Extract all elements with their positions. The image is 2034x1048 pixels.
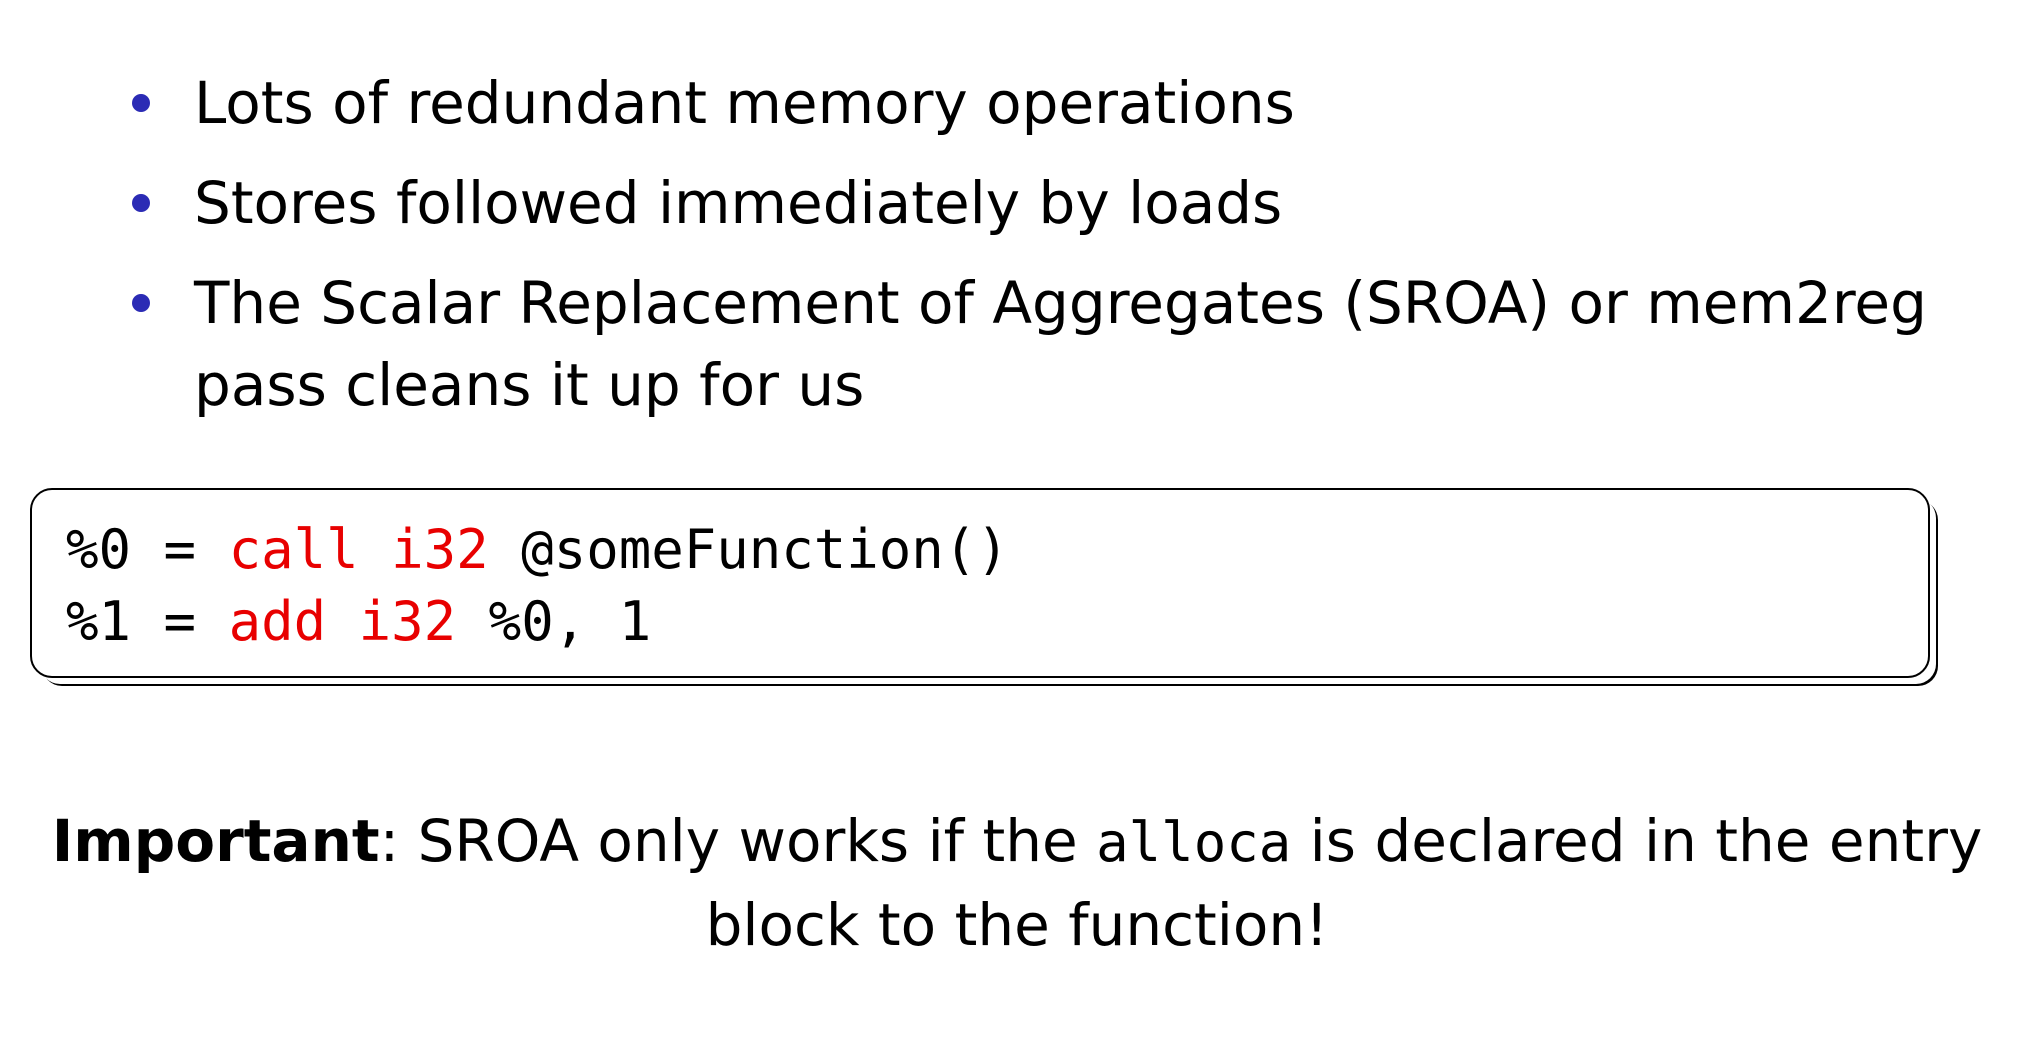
important-note: Important: SROA only works if the alloca… bbox=[0, 800, 2034, 966]
code-prefix: %0 = bbox=[66, 518, 229, 581]
code-block: %0 = call i32 @someFunction() %1 = add i… bbox=[30, 488, 1930, 678]
bullet-item: The Scalar Replacement of Aggregates (SR… bbox=[128, 262, 1928, 426]
code-prefix: %1 = bbox=[66, 590, 229, 653]
bullet-dot-icon bbox=[132, 294, 150, 312]
bullet-dot-icon bbox=[132, 94, 150, 112]
bullet-item: Stores followed immediately by loads bbox=[128, 162, 1928, 244]
important-label: Important bbox=[51, 807, 380, 875]
code-keyword: add bbox=[228, 590, 327, 653]
note-code: alloca bbox=[1096, 811, 1292, 874]
code-space bbox=[359, 518, 392, 581]
code-suffix: @someFunction() bbox=[488, 518, 1009, 581]
bullet-text: The Scalar Replacement of Aggregates (SR… bbox=[194, 269, 1927, 419]
code-space bbox=[326, 590, 359, 653]
code-line-1: %0 = call i32 @someFunction() bbox=[66, 520, 1009, 580]
note-text-before: : SROA only works if the bbox=[379, 807, 1097, 875]
code-line-2: %1 = add i32 %0, 1 bbox=[66, 592, 651, 652]
bullet-item: Lots of redundant memory operations bbox=[128, 62, 1928, 144]
code-keyword: i32 bbox=[358, 590, 457, 653]
code-suffix: %0, 1 bbox=[456, 590, 652, 653]
bullet-list: Lots of redundant memory operations Stor… bbox=[128, 62, 1928, 444]
code-keyword: i32 bbox=[391, 518, 489, 581]
bullet-text: Stores followed immediately by loads bbox=[194, 169, 1283, 237]
code-keyword: call bbox=[228, 518, 359, 581]
bullet-text: Lots of redundant memory operations bbox=[194, 69, 1295, 137]
note-text-after: is declared in the entry block to the fu… bbox=[705, 807, 1983, 959]
bullet-dot-icon bbox=[132, 194, 150, 212]
